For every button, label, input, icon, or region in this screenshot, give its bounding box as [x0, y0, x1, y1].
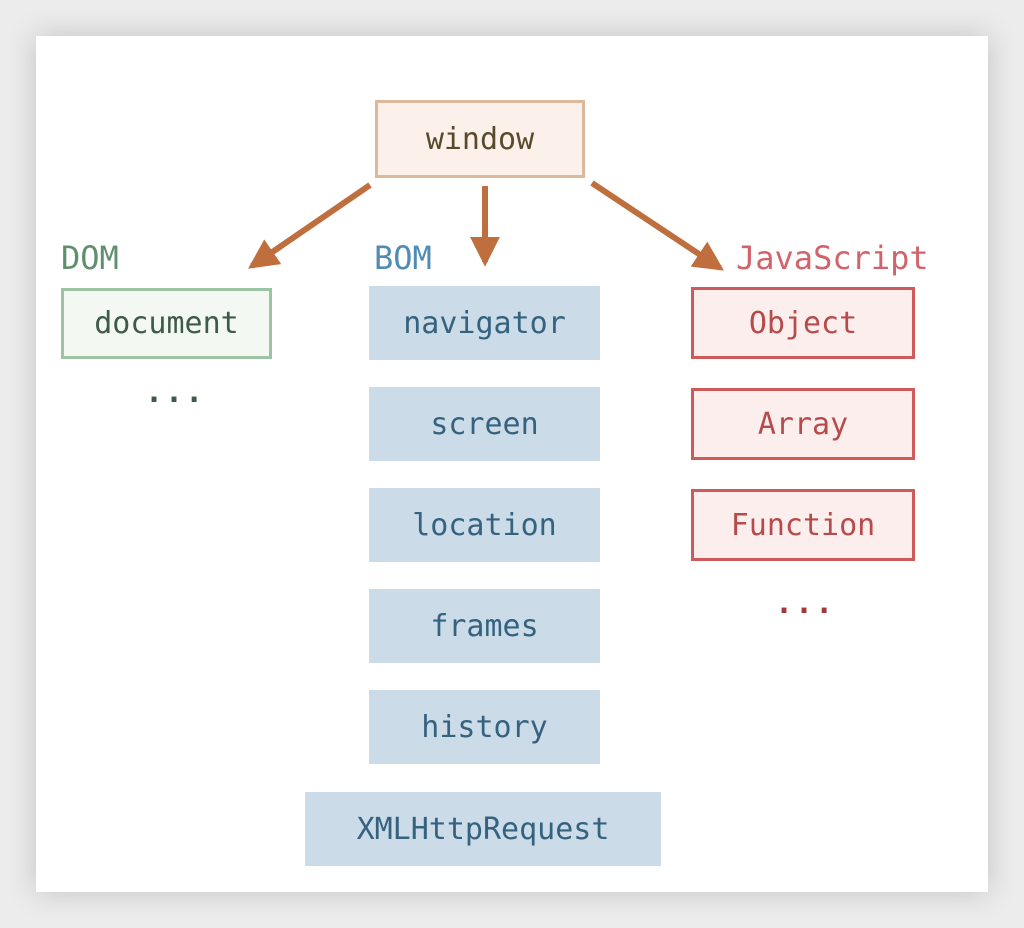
bom-item-screen: screen — [369, 387, 600, 461]
javascript-title: JavaScript — [736, 239, 929, 277]
arrow-to-javascript — [590, 180, 724, 271]
dom-more: ... — [145, 375, 206, 410]
bom-item-location: location — [369, 488, 600, 562]
javascript-item-function: Function — [691, 489, 915, 561]
window-node: window — [375, 100, 585, 178]
javascript-item-array: Array — [691, 388, 915, 460]
arrow-to-dom — [248, 182, 372, 269]
bom-item-xmlhttprequest: XMLHttpRequest — [305, 792, 661, 866]
javascript-more: ... — [775, 586, 836, 621]
bom-item-history: history — [369, 690, 600, 764]
dom-item-document: document — [61, 288, 272, 359]
javascript-item-object: Object — [691, 287, 915, 359]
bom-item-navigator: navigator — [369, 286, 600, 360]
bom-item-frames: frames — [369, 589, 600, 663]
bom-title: BOM — [374, 239, 432, 277]
dom-title: DOM — [61, 239, 119, 277]
